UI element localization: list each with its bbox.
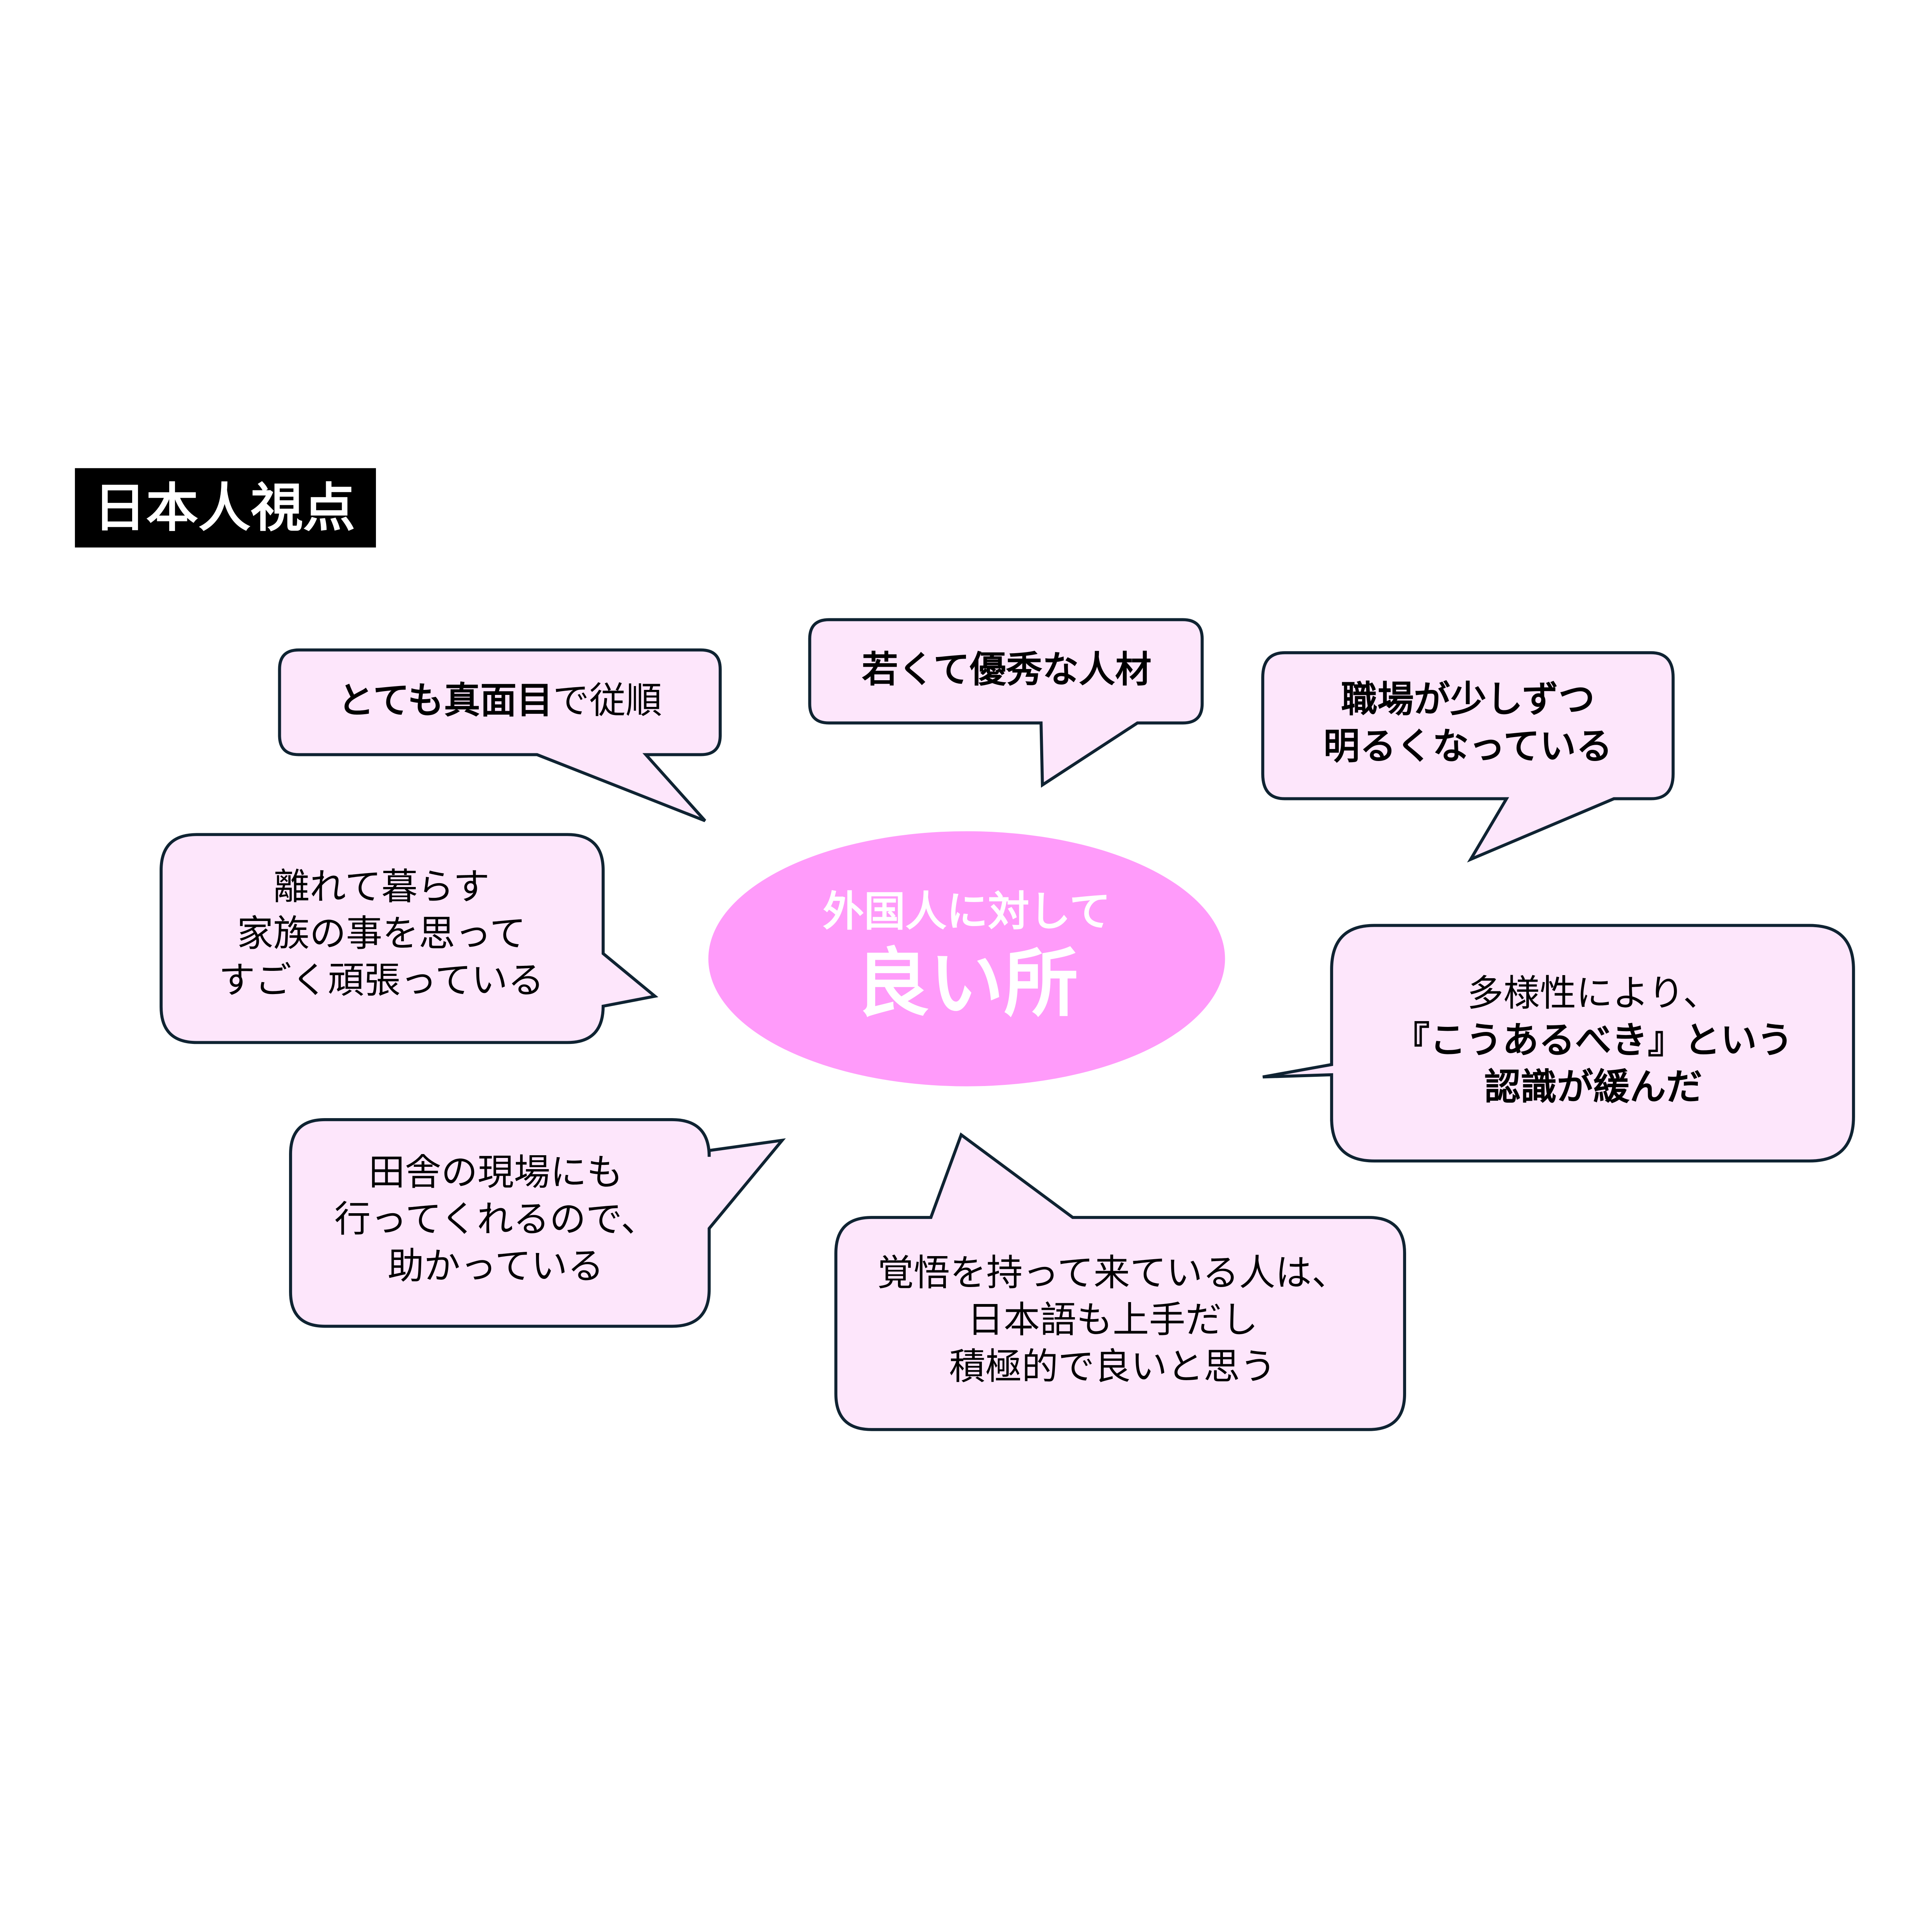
title-text: 日本人視点 — [94, 477, 355, 538]
bubble-text-run: 田舎の現場にも — [369, 1151, 623, 1193]
bubble-text-run: 覚悟を持って来ている人は、 — [877, 1252, 1348, 1294]
bubble-outline — [1262, 924, 1855, 1163]
bubble-text-run: 日本語も上手だし — [967, 1299, 1258, 1341]
bubble-text-run: とても真面目 — [338, 679, 553, 722]
bubble-text-line: 田舎の現場にも — [369, 1151, 623, 1193]
speech-bubble-family: 離れて暮らす 家族の事を思って すごく頑張っている — [160, 833, 658, 1044]
bubble-text-run: 認識が緩んだ — [1484, 1066, 1702, 1108]
bubble-outline — [278, 648, 722, 822]
bubble-text-line: 覚悟を持って来ている人は、 — [877, 1252, 1348, 1294]
speech-bubble-determined: 覚悟を持って来ている人は、 日本語も上手だし 積極的で良いと思う — [834, 1132, 1406, 1431]
bubble-text-run: 『こうあるべき』という — [1393, 1019, 1793, 1061]
bubble-text-line: 多様性により、 — [1467, 972, 1719, 1015]
bubble-text-line: 日本語も上手だし — [967, 1299, 1258, 1341]
center-topic: 外国人に対して 良い所 — [708, 831, 1225, 1086]
bubble-outline — [834, 1132, 1406, 1431]
bubble-text-run: 行ってくれるので、 — [334, 1199, 657, 1241]
bubble-outline — [289, 1118, 786, 1328]
speech-bubble-brighter-workplace: 職場が少しずつ 明るくなっている — [1261, 651, 1675, 863]
bubble-text-run: 多様性により、 — [1467, 972, 1719, 1015]
center-main-title: 良い所 — [855, 940, 1078, 1027]
bubble-text-run: 若くて優秀な人材 — [862, 649, 1151, 691]
bubble-outline — [1261, 651, 1675, 863]
bubble-text-line: 若くて優秀な人材 — [862, 649, 1151, 691]
center-ellipse — [708, 831, 1225, 1086]
bubble-text-line: すごく頑張っている — [219, 960, 544, 1002]
title-label: 日本人視点 — [75, 468, 376, 548]
speech-bubble-diversity: 多様性により、 『こうあるべき』という 認識が緩んだ — [1262, 924, 1855, 1163]
speech-bubble-serious: とても真面目で従順 — [278, 648, 722, 822]
bubble-text-line: 積極的で良いと思う — [949, 1346, 1276, 1388]
bubble-text-run: 職場が少しずつ — [1341, 679, 1595, 721]
bubble-text-line: 家族の事を思って — [237, 913, 526, 955]
bubble-text-line: 認識が緩んだ — [1484, 1066, 1702, 1108]
bubble-text-run: で従順 — [553, 679, 662, 722]
title-background — [75, 468, 376, 548]
bubble-text-run: すごく頑張っている — [219, 960, 544, 1002]
bubble-text-line: 助かっている — [388, 1245, 604, 1287]
bubble-text-line: とても真面目で従順 — [338, 679, 662, 722]
bubble-text-line: 行ってくれるので、 — [334, 1199, 657, 1241]
speech-bubble-rural: 田舎の現場にも 行ってくれるので、 助かっている — [289, 1118, 786, 1328]
bubble-text-line: 『こうあるべき』という — [1393, 1019, 1793, 1061]
center-subtitle: 外国人に対して — [823, 888, 1111, 936]
bubble-text-run: 助かっている — [388, 1245, 604, 1287]
bubble-outline — [160, 833, 658, 1044]
bubble-text-run: 離れて暮らす — [273, 866, 490, 908]
bubble-text-line: 職場が少しずつ — [1341, 679, 1595, 721]
bubble-outline — [808, 618, 1204, 788]
bubble-text-run: 積極的で良いと思う — [949, 1346, 1276, 1388]
bubble-text-run: 家族の事を思って — [237, 913, 526, 955]
bubble-text-line: 明るくなっている — [1323, 725, 1612, 768]
bubble-text-line: 離れて暮らす — [273, 866, 490, 908]
bubble-text-run: 明るくなっている — [1323, 725, 1612, 768]
speech-bubble-young-talent: 若くて優秀な人材 — [808, 618, 1204, 788]
